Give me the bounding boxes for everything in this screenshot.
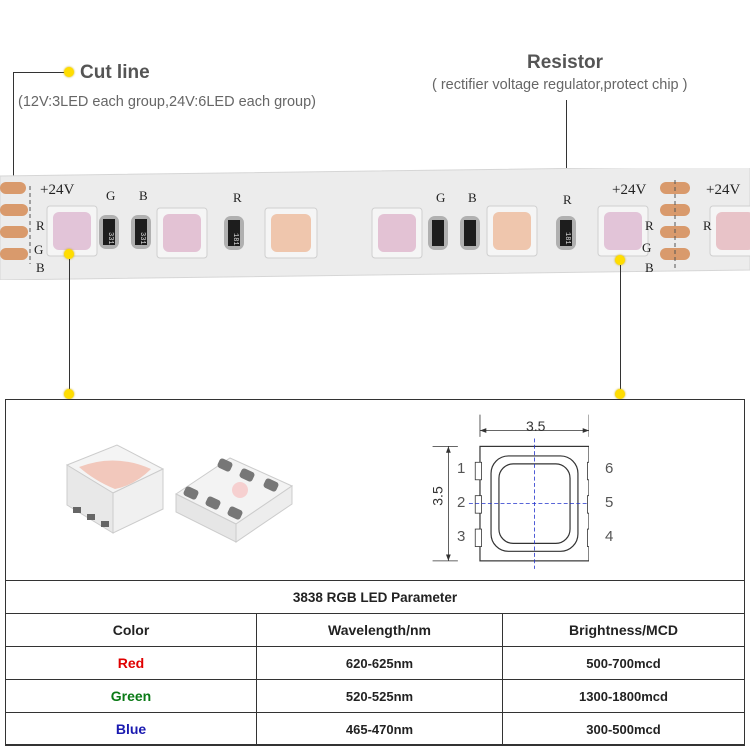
panel-marker-dot xyxy=(615,389,625,399)
pad-label: R xyxy=(36,218,45,233)
led-front-view-image xyxy=(65,444,165,534)
cut-line-leader-horizontal xyxy=(13,72,68,73)
table-cell-wavelength: 465-470nm xyxy=(256,712,503,746)
pin-label: 4 xyxy=(605,528,614,545)
led-marker-dot xyxy=(615,255,625,265)
resistors xyxy=(99,215,576,250)
table-header-color: Color xyxy=(5,613,257,647)
led-chip xyxy=(156,207,208,259)
resistor xyxy=(460,216,480,250)
led-chip xyxy=(371,207,423,259)
pin-label: 2 xyxy=(457,494,466,511)
led-dimension-drawing xyxy=(432,414,589,569)
voltage-label: +24V xyxy=(40,182,74,198)
resistor-leader-line xyxy=(566,100,567,224)
panel-marker-dot xyxy=(64,389,74,399)
table-header-wavelength: Wavelength/nm xyxy=(256,613,503,647)
table-row: Green 520-525nm 1300-1800mcd xyxy=(5,679,745,713)
led-chip xyxy=(46,205,98,257)
resistor-code: 331 xyxy=(138,232,146,245)
channel-label: G xyxy=(106,188,115,203)
led-leader-line-right xyxy=(620,265,621,394)
channel-label: G xyxy=(436,190,445,205)
table-cell-wavelength: 520-525nm xyxy=(256,679,503,713)
resistor-code: 331 xyxy=(106,232,114,245)
pad-label: R xyxy=(703,218,712,233)
pad-label: R xyxy=(645,218,654,233)
table-header-brightness: Brightness/MCD xyxy=(502,613,745,647)
resistor-subtitle: ( rectifier voltage regulator,protect ch… xyxy=(432,77,688,93)
pad-label: G xyxy=(34,242,43,257)
table-cell-brightness: 500-700mcd xyxy=(502,646,745,680)
pad-label: B xyxy=(36,260,45,275)
led-chips xyxy=(46,205,750,259)
resistor-code: 181 xyxy=(231,233,239,246)
resistor xyxy=(224,216,244,250)
table-row: Red 620-625nm 500-700mcd xyxy=(5,646,745,680)
pad-label: G xyxy=(642,240,651,255)
table-cell-color: Green xyxy=(5,679,257,713)
resistor-code: 181 xyxy=(563,232,571,245)
voltage-label: +24V xyxy=(612,182,646,198)
channel-label: B xyxy=(468,190,477,205)
pin-label: 5 xyxy=(605,494,614,511)
dimension-height-label: 3.5 xyxy=(429,486,446,506)
parameter-table-title: 3838 RGB LED Parameter xyxy=(5,580,745,614)
table-cell-color: Blue xyxy=(5,712,257,746)
led-chip xyxy=(264,207,318,259)
parameter-table: 3838 RGB LED Parameter Color Wavelength/… xyxy=(5,580,745,746)
led-chip xyxy=(709,205,750,257)
led-chip xyxy=(486,205,538,257)
pad-label: B xyxy=(645,260,654,275)
table-cell-color: Red xyxy=(5,646,257,680)
resistor xyxy=(99,215,119,249)
cut-line-title: Cut line xyxy=(80,62,150,83)
table-cell-wavelength: 620-625nm xyxy=(256,646,503,680)
led-leader-line-left xyxy=(69,259,70,394)
led-marker-dot xyxy=(64,249,74,259)
led-back-view-image xyxy=(175,457,294,543)
table-cell-brightness: 1300-1800mcd xyxy=(502,679,745,713)
resistor xyxy=(428,216,448,250)
cut-line-subtitle: (12V:3LED each group,24V:6LED each group… xyxy=(18,94,316,110)
resistor xyxy=(556,216,576,250)
table-cell-brightness: 300-500mcd xyxy=(502,712,745,746)
led-strip: +24V +24V +24V R G B R G B G B R G B R R… xyxy=(0,168,750,280)
channel-label: R xyxy=(233,190,242,205)
pin-label: 6 xyxy=(605,460,614,477)
resistor xyxy=(131,215,151,249)
cut-line-marker-dot xyxy=(64,67,74,77)
voltage-label: +24V xyxy=(706,182,740,198)
channel-label: B xyxy=(139,188,148,203)
dimension-width-label: 3.5 xyxy=(526,418,546,434)
led-chip xyxy=(597,205,649,257)
left-copper-pads xyxy=(0,182,28,260)
resistor-title: Resistor xyxy=(527,52,604,73)
table-row: Blue 465-470nm 300-500mcd xyxy=(5,712,745,746)
channel-label: R xyxy=(563,192,572,207)
pin-label: 3 xyxy=(457,528,466,545)
pin-label: 1 xyxy=(457,460,466,477)
cut-line-leader-vertical xyxy=(13,72,14,188)
